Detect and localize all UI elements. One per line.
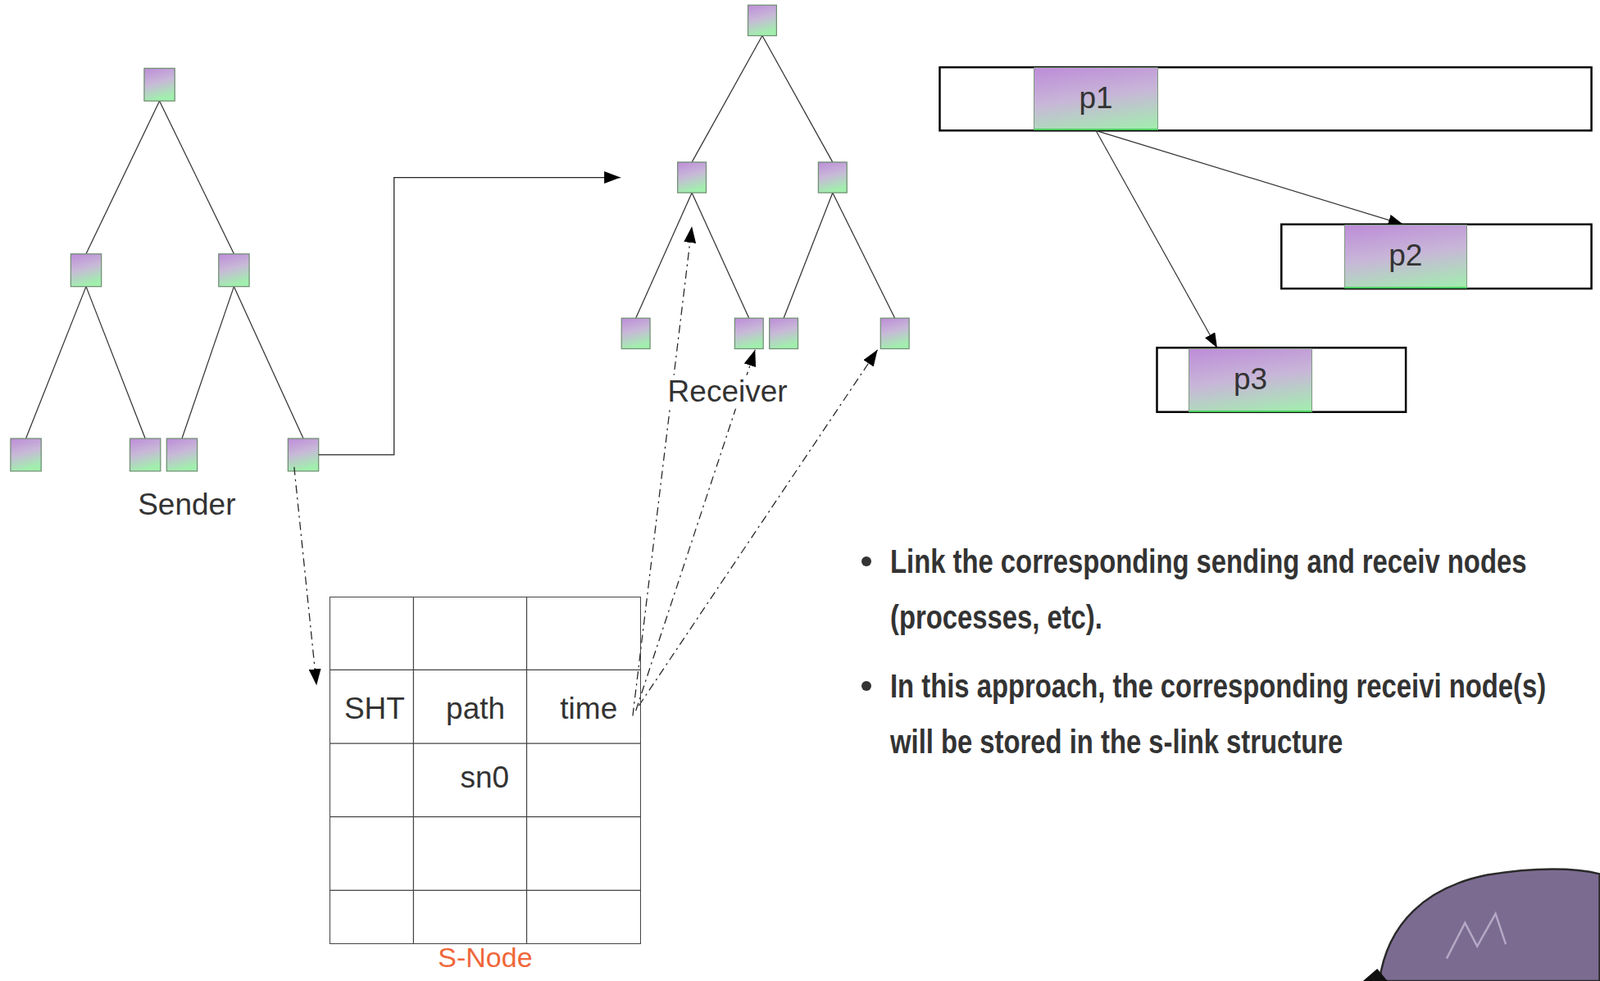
tree-node	[166, 438, 197, 472]
tree-node	[130, 438, 161, 472]
tree-caption: Sender	[136, 488, 237, 523]
process-bars	[939, 67, 1591, 413]
tree-node	[144, 68, 175, 101]
pointer-line	[632, 226, 692, 716]
bullet-text: In this approach, the corresponding rece…	[890, 658, 1592, 770]
process-bar	[1281, 224, 1591, 289]
bullet-dots	[861, 556, 872, 691]
tree-edge	[159, 100, 235, 255]
table-cell: sn0	[458, 760, 511, 795]
grid-line	[329, 669, 641, 671]
process-bar	[939, 67, 1591, 131]
dash-dot-pointers	[294, 226, 878, 716]
tree-node	[10, 438, 41, 472]
mascot-fur	[1446, 913, 1506, 960]
tree-node	[734, 318, 764, 349]
tree-node	[621, 318, 650, 349]
arrow-connector	[1095, 130, 1218, 348]
node-text: p1	[1078, 81, 1113, 116]
tree-edge	[636, 192, 692, 319]
node-text: S-Node	[437, 943, 532, 973]
tree-node	[218, 254, 250, 287]
node-text: p3	[1233, 363, 1268, 397]
table-grid	[329, 596, 641, 944]
process-box: p2	[1344, 224, 1469, 289]
receiver-tree-nodes	[621, 4, 910, 349]
tree-edge	[86, 100, 160, 255]
table-cell: SHT	[342, 692, 407, 727]
send-arrow	[318, 177, 621, 455]
process-box: p3	[1188, 348, 1313, 413]
grid-line	[329, 816, 641, 818]
sender-tree	[26, 100, 304, 439]
table-cell: time	[558, 692, 619, 727]
pointer-line	[294, 467, 317, 686]
tree-node	[70, 254, 101, 287]
sender-tree-nodes	[10, 68, 319, 471]
grid-line	[526, 596, 528, 944]
tree-edge	[181, 286, 234, 439]
tree-node	[818, 162, 847, 193]
tree-edge	[832, 192, 896, 319]
mascot	[1363, 868, 1600, 981]
grid-line	[329, 742, 641, 744]
grid-line	[329, 890, 641, 891]
tree-edge	[762, 36, 833, 163]
tree-node	[880, 318, 910, 349]
arrow-connector	[1095, 130, 1404, 225]
tree-edge	[86, 286, 146, 439]
node-text: p2	[1388, 239, 1423, 273]
tree-edge	[691, 192, 750, 319]
tree-edge	[691, 36, 763, 163]
process-box: p1	[1033, 67, 1159, 131]
bullet-dot	[861, 681, 872, 691]
tree-node	[748, 4, 778, 36]
tree-node	[677, 162, 707, 193]
tree-node	[769, 318, 799, 349]
pointer-line	[638, 350, 878, 706]
tree-edge	[26, 286, 87, 439]
mascot-body	[1379, 868, 1600, 981]
tree-caption: Receiver	[666, 375, 790, 410]
table-cell: path	[444, 692, 507, 727]
tree-node	[287, 438, 319, 472]
tree-edge	[783, 192, 833, 319]
grid-line	[413, 596, 414, 944]
bullet-text: Link the corresponding sending and recei…	[890, 533, 1592, 646]
process-bar	[1156, 347, 1406, 412]
receiver-tree	[636, 36, 896, 319]
bullet-dot	[861, 556, 872, 567]
tree-edge	[233, 286, 304, 439]
mascot-claw	[1363, 968, 1388, 981]
